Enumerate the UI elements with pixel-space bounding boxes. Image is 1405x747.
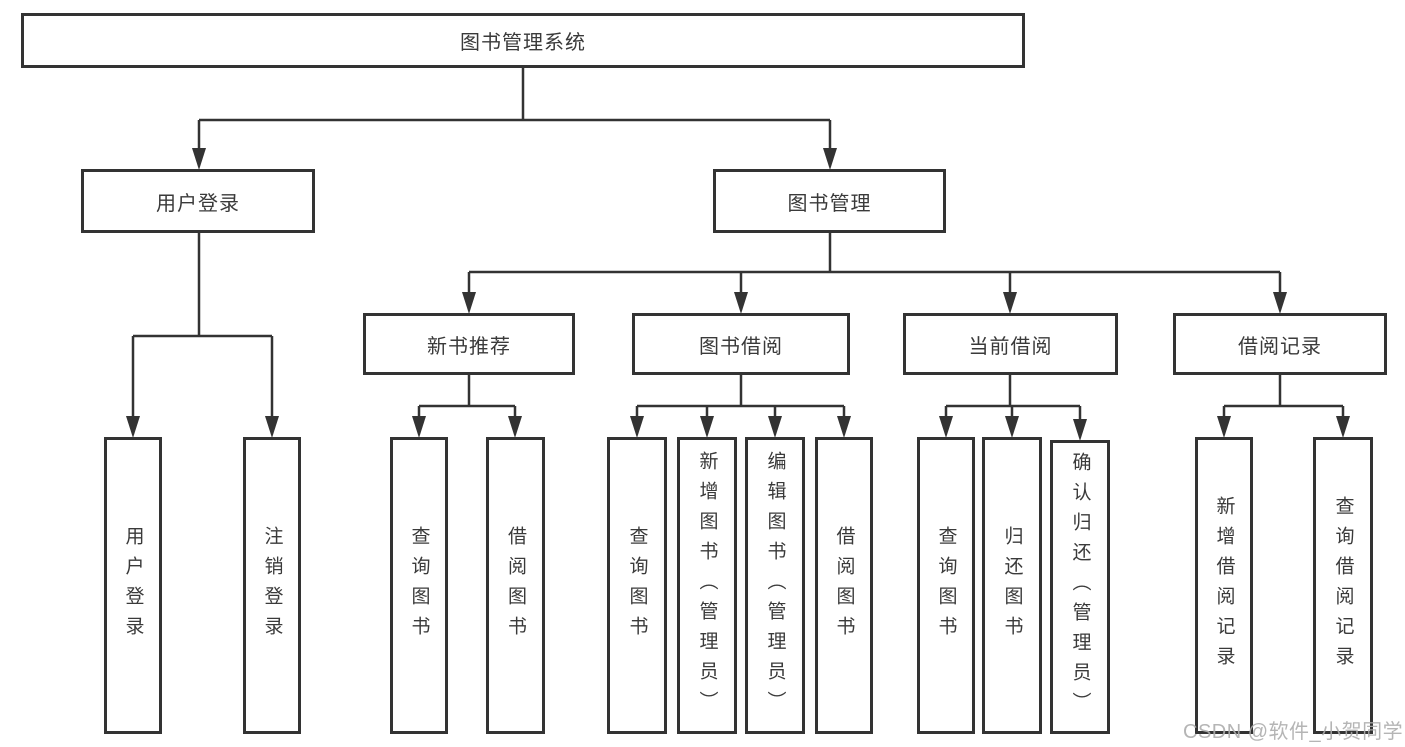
- leaf-query-books-current: 查询图书: [917, 437, 975, 734]
- node-label: 图书管理: [787, 192, 872, 215]
- arrow-down-icon: [508, 416, 522, 438]
- connector-userlogin-to-leaves: [131, 233, 274, 420]
- node-new-book-recommend: 新书推荐: [363, 313, 575, 375]
- arrow-down-icon: [1003, 292, 1017, 314]
- node-label: 新增图书（管理员）: [696, 450, 718, 721]
- node-label: 新书推荐: [427, 335, 511, 358]
- arrow-down-icon: [1217, 416, 1231, 438]
- connector-bookmgmt-to-level3: [467, 233, 1282, 296]
- leaf-borrow-books-borrow: 借阅图书: [815, 437, 873, 734]
- arrow-down-icon: [700, 416, 714, 438]
- arrowheads: [126, 148, 1350, 441]
- node-label: 图书管理系统: [460, 32, 586, 54]
- arrow-down-icon: [837, 416, 851, 438]
- leaf-query-borrow-record: 查询借阅记录: [1313, 437, 1373, 734]
- leaf-return-books: 归还图书: [982, 437, 1042, 734]
- node-label: 确认归还（管理员）: [1069, 452, 1091, 722]
- node-label: 查询图书: [935, 525, 957, 646]
- leaf-logout: 注销登录: [243, 437, 301, 734]
- connector-currentborrow-to-leaves: [944, 375, 1082, 422]
- arrow-down-icon: [1273, 292, 1287, 314]
- arrow-down-icon: [412, 416, 426, 438]
- node-borrow-records: 借阅记录: [1173, 313, 1387, 375]
- node-label: 查询借阅记录: [1332, 495, 1354, 676]
- node-current-borrow: 当前借阅: [903, 313, 1118, 375]
- node-label: 借阅图书: [505, 525, 526, 646]
- node-label: 编辑图书（管理员）: [764, 450, 786, 721]
- arrow-down-icon: [823, 148, 837, 170]
- csdn-watermark: CSDN @软件_小贺同学: [1183, 721, 1404, 743]
- connector-root-to-level2: [197, 68, 832, 152]
- arrow-down-icon: [1073, 419, 1087, 441]
- arrow-down-icon: [939, 416, 953, 438]
- arrow-down-icon: [1005, 416, 1019, 438]
- leaf-query-books-newbooks: 查询图书: [390, 437, 448, 734]
- arrow-down-icon: [1336, 416, 1350, 438]
- arrow-down-icon: [265, 416, 279, 438]
- arrow-down-icon: [630, 416, 644, 438]
- leaf-user-login: 用户登录: [104, 437, 162, 734]
- arrow-down-icon: [126, 416, 140, 438]
- connector-records-to-leaves: [1222, 375, 1345, 420]
- node-label: 注销登录: [261, 525, 283, 646]
- node-book-management: 图书管理: [713, 169, 946, 233]
- arrow-down-icon: [734, 292, 748, 314]
- node-root-system: 图书管理系统: [21, 13, 1025, 68]
- arrow-down-icon: [192, 148, 206, 170]
- arrow-down-icon: [462, 292, 476, 314]
- leaf-add-borrow-record: 新增借阅记录: [1195, 437, 1253, 734]
- node-label: 当前借阅: [968, 335, 1053, 358]
- node-label: 借阅图书: [833, 525, 855, 646]
- connector-newbooks-to-leaves: [417, 375, 517, 420]
- node-label: 用户登录: [156, 192, 240, 215]
- node-user-login: 用户登录: [81, 169, 315, 233]
- leaf-add-books-admin: 新增图书（管理员）: [677, 437, 737, 734]
- leaf-confirm-return-admin: 确认归还（管理员）: [1050, 440, 1110, 734]
- leaf-borrow-books-newbooks: 借阅图书: [486, 437, 545, 734]
- arrow-down-icon: [768, 416, 782, 438]
- leaf-query-books-borrow: 查询图书: [607, 437, 667, 734]
- node-label: 借阅记录: [1238, 335, 1322, 358]
- node-label: 查询图书: [408, 525, 430, 646]
- connector-bookborrow-to-leaves: [635, 375, 846, 420]
- node-label: 归还图书: [1001, 525, 1023, 646]
- leaf-edit-books-admin: 编辑图书（管理员）: [745, 437, 805, 734]
- node-book-borrow: 图书借阅: [632, 313, 850, 375]
- node-label: 查询图书: [626, 525, 648, 646]
- node-label: 用户登录: [122, 525, 144, 646]
- node-label: 新增借阅记录: [1213, 495, 1235, 676]
- node-label: 图书借阅: [699, 335, 783, 358]
